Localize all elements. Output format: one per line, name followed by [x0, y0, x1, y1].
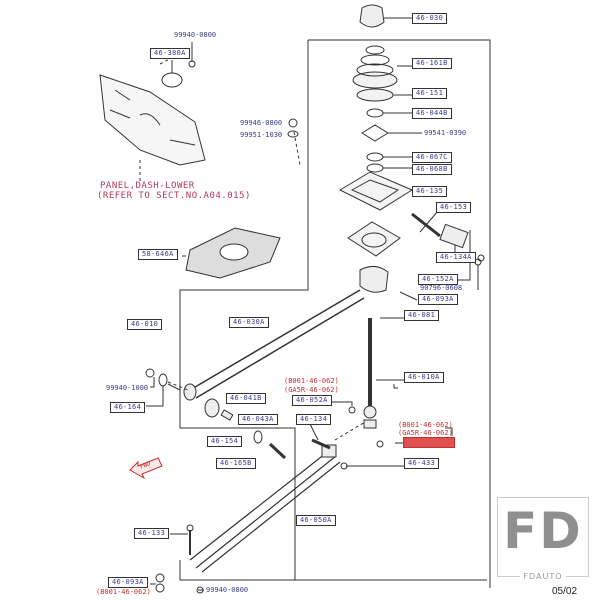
part-label: 46-135 — [412, 186, 448, 197]
part-number: 90796-0608 — [420, 284, 463, 292]
part-label: 46-433 — [404, 458, 440, 469]
note-ga5r: (GA5R-46-062) — [284, 386, 339, 394]
part-label: 46-030A — [229, 317, 269, 328]
part-label: 46-044B — [412, 108, 452, 119]
part-label: 46-030 — [412, 13, 448, 24]
shift-boot — [338, 45, 414, 293]
part-label: 46-010 — [127, 319, 163, 330]
part-label: 46-165B — [216, 458, 256, 469]
part-label: 46-133 — [134, 528, 170, 539]
part-label: 46-050A — [296, 515, 336, 526]
panel-dash-lower — [99, 74, 206, 182]
fdauto-logo: FD FDAUTO — [497, 497, 589, 581]
note-ga5r: (GA5R-46-062) — [398, 429, 453, 437]
part-label: 46-043A — [238, 414, 278, 425]
part-label: 46-010A — [404, 372, 444, 383]
panel-note-title: PANEL,DASH-LOWER — [100, 181, 195, 191]
note-b001: (B001-46-062) — [398, 421, 453, 429]
part-number: 99940-0800 — [174, 31, 217, 39]
part-label: 46-041B — [226, 393, 266, 404]
note-b001: (B001-46-062) — [96, 588, 151, 596]
note-b001: (B001-46-062) — [284, 377, 339, 385]
part-label: 46-067C — [412, 152, 452, 163]
part-label: 46-081 — [404, 310, 440, 321]
logo-mark: FD — [503, 502, 583, 560]
part-label: 46-153 — [436, 202, 472, 213]
part-number: 99940-0800 — [206, 586, 249, 594]
part-number: 99541-0390 — [424, 129, 467, 137]
part-number: 99940-1000 — [106, 384, 149, 392]
part-label: 46-093A — [418, 294, 458, 305]
part-label: 46-154 — [207, 436, 243, 447]
panel-note-reference: (REFER TO SECT.NO.A04.015) — [97, 191, 251, 201]
part-label: 46-152A — [418, 274, 458, 285]
part-label: 58-646A — [138, 249, 178, 260]
fwd-arrow-icon — [129, 457, 163, 480]
part-number: 99951-1030 — [240, 131, 283, 139]
logo-name: FDAUTO — [520, 572, 566, 581]
rod-050a — [189, 449, 341, 573]
frame-line — [179, 39, 491, 588]
part-number: 99946-0800 — [240, 119, 283, 127]
part-label: 46-052A — [292, 395, 332, 406]
part-label: 46-068B — [412, 164, 452, 175]
part-label: 46-380A — [150, 48, 190, 59]
revision-date: 05/02 — [552, 586, 578, 597]
shift-knob — [359, 4, 385, 28]
part-label: 46-134A — [436, 252, 476, 263]
part-label: 46-161B — [412, 58, 452, 69]
part-label: 46-164 — [110, 402, 146, 413]
part-label: 46-151 — [412, 88, 448, 99]
part-label: 46-093A — [108, 577, 148, 588]
part-label-highlighted[interactable]: 46-052 — [403, 437, 455, 448]
part-label: 46-134 — [296, 414, 332, 425]
rod-030a — [189, 289, 365, 399]
